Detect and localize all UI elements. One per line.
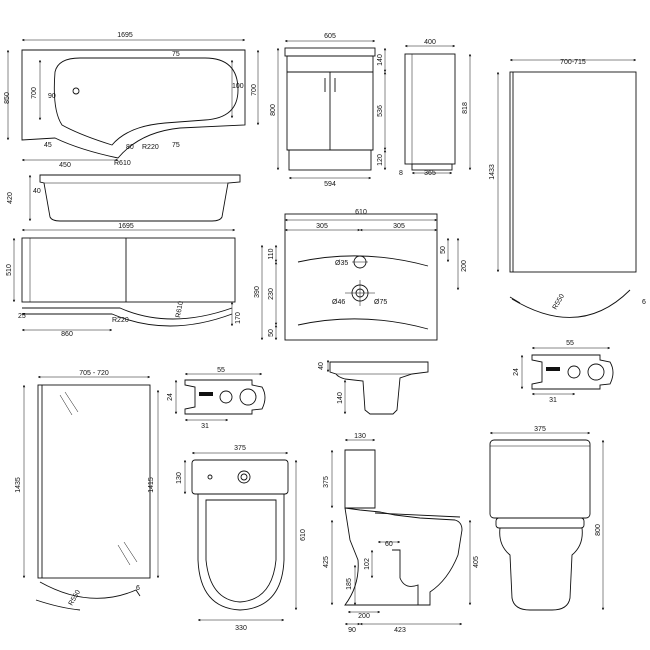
basin-plan: 610 305 305 110 230 390 50 50 200 Ø35 Ø4…	[254, 209, 468, 341]
screen-large-width-label: 705 - 720	[79, 370, 109, 377]
basin-waste-hole-label: Ø46	[332, 299, 345, 306]
basin-section: 40 140	[318, 359, 429, 415]
bath-panel: 1695 510 25 860 R220 R610 170	[6, 223, 242, 338]
panel-step-label: 25	[18, 313, 26, 320]
vanity-side-base-label: 365	[424, 170, 436, 177]
bath-waste-offset-label: 90	[48, 93, 56, 100]
panel-radius-outer-label: R610	[175, 301, 185, 319]
vanity-front: 605 800 140 536 120 594	[270, 33, 387, 188]
wc-side-outlet-height-label: 185	[346, 578, 353, 590]
panel-radius-inner-label: R220	[112, 317, 129, 324]
bath-top-step-label: 75	[172, 51, 180, 58]
wc-side-pan-height-label: 425	[323, 556, 330, 568]
basin-front-label: 50	[268, 329, 275, 337]
bath-inner-right-label: 700	[251, 84, 258, 96]
bath-length-label: 1695	[117, 32, 133, 39]
wc-side-length-label: 423	[394, 627, 406, 634]
screen-small-width-label: 700-715	[560, 59, 586, 66]
bath-plan: 1695 850 700 700 90 100 75 75 45 450 80 …	[4, 32, 260, 169]
profile-left-inner-label: 31	[201, 423, 209, 430]
screen-small: 700-715 1433 R550 6	[489, 58, 646, 318]
wc-side-cistern-depth-label: 130	[354, 433, 366, 440]
screen-large-offset-label: 6	[136, 585, 140, 592]
basin-bowl-label: Ø75	[374, 299, 387, 306]
profile-right-height-label: 24	[513, 368, 520, 376]
wc-front: 375 800	[489, 426, 605, 611]
screen-large: 705 - 720 1435 1415 R550 6	[15, 370, 160, 611]
profile-right: 55 24 31	[513, 340, 614, 404]
bath-dim-80-label: 80	[126, 144, 134, 151]
panel-height-label: 510	[6, 264, 13, 276]
basin-left-half-label: 305	[316, 223, 328, 230]
bath-bottom-step-label: 75	[172, 142, 180, 149]
bath-inner-width-label: 700	[31, 87, 38, 99]
wc-side-waste-width-label: 60	[385, 541, 393, 548]
wc-side: 130 375 425 405 60 102 185 200 90 423	[323, 433, 480, 634]
vanity-side-height-label: 818	[462, 102, 469, 114]
bath-radius-outer-label: R610	[114, 160, 131, 167]
wc-side-outlet-base-label: 200	[358, 613, 370, 620]
bath-side-foot-label: 40	[33, 188, 41, 195]
bath-radius-inner-label: R220	[142, 144, 159, 151]
screen-large-radius-label: R550	[68, 589, 82, 607]
screen-large-height-left-label: 1435	[15, 477, 22, 493]
wc-plan: 375 130 610 330	[176, 445, 307, 632]
screen-small-offset-label: 6	[642, 299, 646, 306]
basin-waste-from-tap-label: 230	[268, 288, 275, 300]
profile-left: 55 24 31	[167, 367, 266, 430]
panel-end-label: 170	[235, 312, 242, 324]
wc-plan-depth-label: 610	[300, 529, 307, 541]
basin-tap-from-top-label: 110	[268, 248, 275, 259]
vanity-height-label: 800	[270, 104, 277, 116]
wc-plan-base-width-label: 330	[235, 625, 247, 632]
vanity-door-label: 536	[377, 105, 384, 117]
vanity-base-width-label: 594	[324, 181, 336, 188]
vanity-top-label: 140	[377, 54, 384, 66]
vanity-width-label: 605	[324, 33, 336, 40]
profile-right-inner-label: 31	[549, 397, 557, 404]
screen-small-height-label: 1433	[489, 164, 496, 180]
panel-depth-label: 860	[61, 331, 73, 338]
basin-right-half-label: 305	[393, 223, 405, 230]
bath-side-height-label: 420	[7, 192, 14, 204]
profile-left-width-label: 55	[217, 367, 225, 374]
wc-side-front-label: 90	[348, 627, 356, 634]
profile-left-height-label: 24	[167, 393, 174, 401]
bath-bulge-width-label: 450	[59, 162, 71, 169]
vanity-plinth-label: 120	[377, 154, 384, 166]
basin-width-label: 610	[355, 209, 367, 216]
wc-plan-cistern-depth-label: 130	[176, 472, 183, 484]
basin-tap-hole-label: Ø35	[335, 260, 348, 267]
vanity-side: 400 818 8 365	[399, 39, 472, 177]
basin-right-top-label: 50	[440, 246, 447, 254]
bath-side-elevation: 420 40	[7, 174, 241, 222]
panel-length-label: 1695	[118, 223, 134, 230]
wc-plan-width-label: 375	[234, 445, 246, 452]
wc-side-waste-height-label: 102	[364, 558, 371, 570]
bath-corner-left-label: 45	[44, 142, 52, 149]
vanity-side-depth-label: 400	[424, 39, 436, 46]
wc-front-width-label: 375	[534, 426, 546, 433]
basin-depth-label: 390	[254, 286, 261, 298]
screen-small-radius-label: R550	[552, 293, 566, 311]
bath-end-inner-label: 100	[232, 83, 244, 90]
basin-rim-label: 40	[318, 362, 325, 370]
vanity-side-back-label: 8	[399, 170, 403, 177]
wc-front-height-label: 800	[595, 524, 602, 536]
bath-width-label: 850	[4, 92, 11, 104]
screen-large-height-right-label: 1415	[148, 477, 155, 493]
wc-side-cistern-height-label: 375	[323, 476, 330, 488]
profile-right-width-label: 55	[566, 340, 574, 347]
basin-right-depth-label: 200	[461, 260, 468, 272]
wc-side-total-label: 405	[473, 556, 480, 568]
basin-bowl-depth-label: 140	[337, 392, 344, 404]
